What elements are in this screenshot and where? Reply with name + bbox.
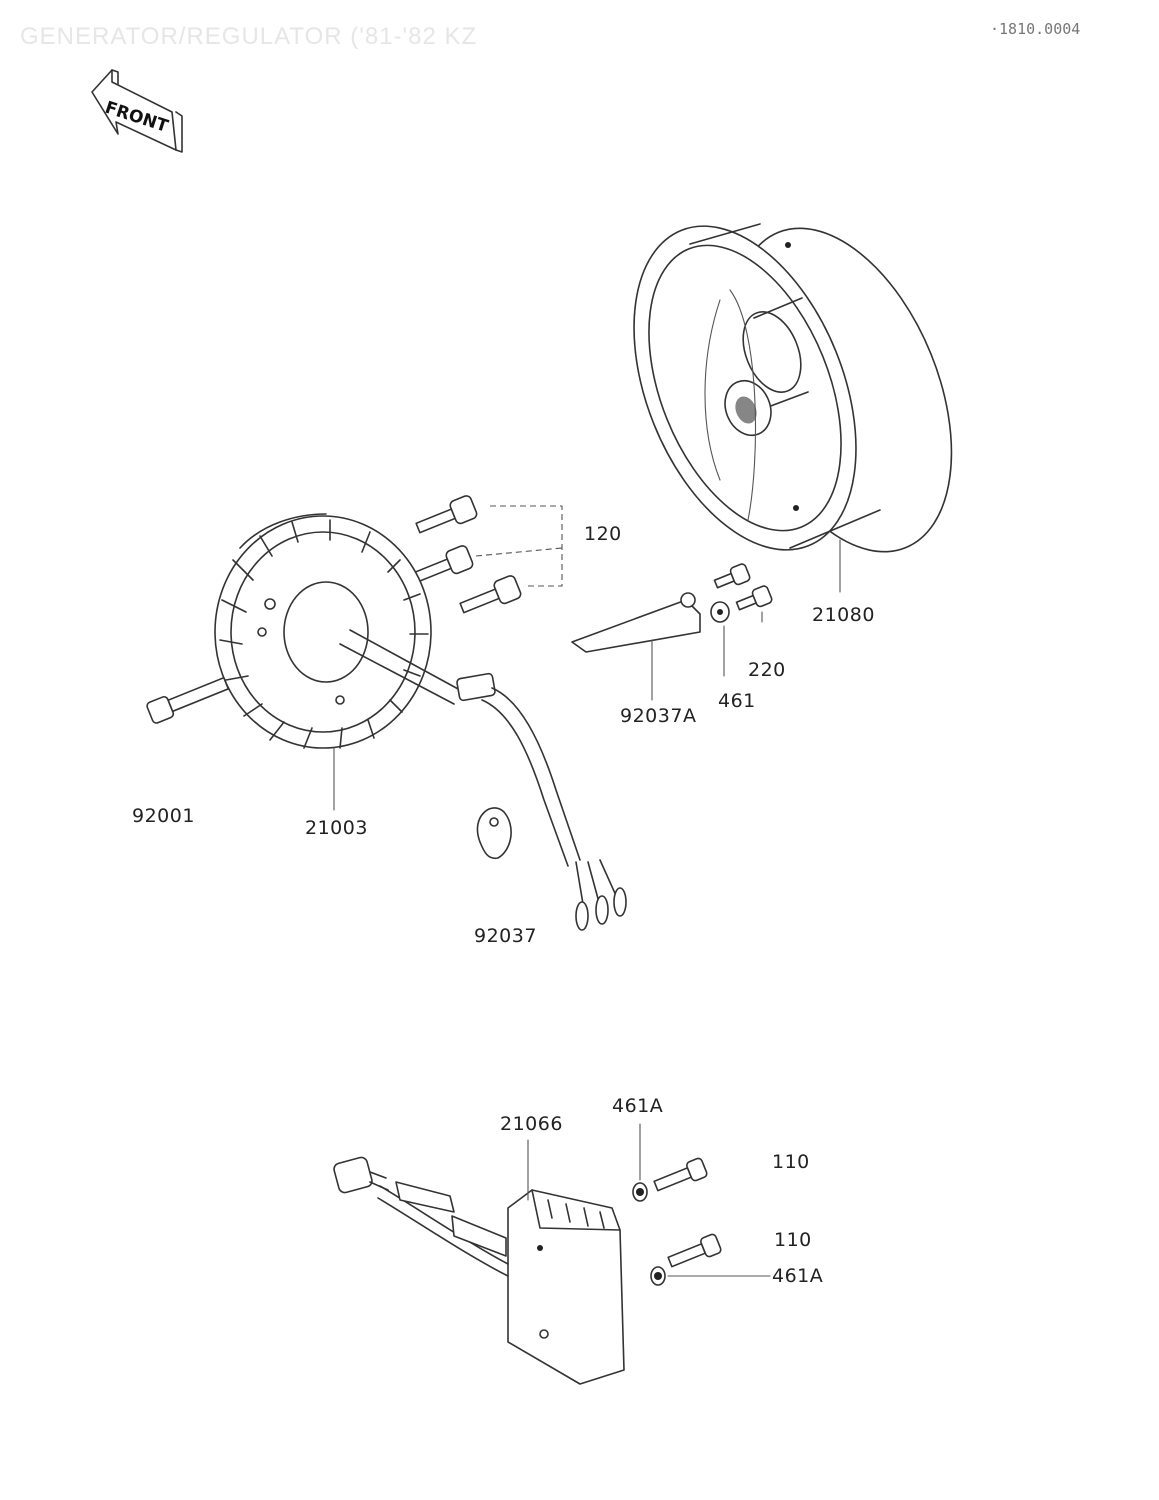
nut-461A-top [632, 1182, 648, 1202]
diagram-title: GENERATOR/REGULATOR ('81-'82 KZ [20, 23, 477, 50]
label-92037: 92037 [474, 925, 537, 947]
bolt-92001 [146, 676, 230, 724]
nut-461 [710, 601, 730, 623]
label-461A-bottom: 461A [772, 1265, 823, 1287]
clamp-92037 [476, 807, 512, 860]
label-461A-top: 461A [612, 1095, 663, 1117]
regulator-harness [333, 1156, 509, 1277]
label-110-bottom: 110 [774, 1229, 812, 1251]
label-92037A: 92037A [620, 705, 696, 727]
label-220: 220 [748, 659, 786, 681]
screws-220 [713, 563, 773, 611]
stator-coil [214, 513, 432, 749]
label-21066: 21066 [500, 1113, 563, 1135]
label-110-top: 110 [772, 1151, 810, 1173]
bracket-120 [490, 505, 563, 587]
bolt-110-bottom [667, 1233, 722, 1268]
label-92001: 92001 [132, 805, 195, 827]
label-120: 120 [584, 523, 622, 545]
label-21003: 21003 [305, 817, 368, 839]
bolt-110-top [653, 1157, 708, 1192]
label-21080: 21080 [812, 604, 875, 626]
stator-screws [411, 495, 522, 614]
label-461: 461 [718, 690, 756, 712]
front-arrow-icon: FRONT [91, 69, 183, 153]
clamp-92037A [571, 592, 701, 653]
diagram-code: ·1810.0004 [990, 20, 1080, 38]
rotor-flywheel [633, 223, 953, 553]
nut-461A-bottom [650, 1266, 666, 1286]
stator-harness [339, 629, 627, 931]
regulator-rectifier [507, 1189, 625, 1385]
